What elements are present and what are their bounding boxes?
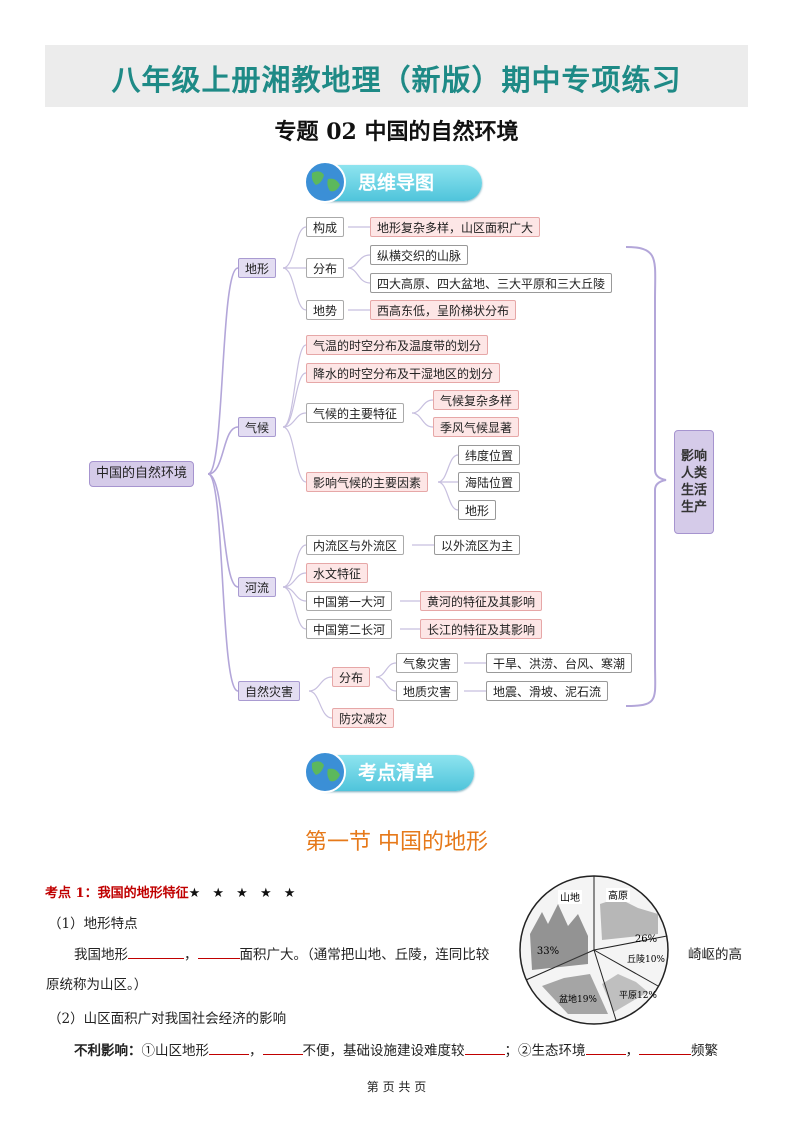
pie-label-plain: 平原12% — [619, 990, 657, 1001]
pie-label-hills: 丘陵10% — [627, 954, 665, 965]
text-span: ；②生态环境 — [504, 1043, 586, 1059]
globe-icon — [304, 161, 346, 203]
node-rivers: 河流 — [238, 577, 277, 597]
fill-blank[interactable] — [197, 945, 240, 959]
pie-value-plateau: 26% — [635, 934, 657, 945]
node-disasters-distribution: 分布 — [332, 667, 371, 687]
side-label-impact: 影响人类生活生产 — [674, 430, 714, 534]
banner-title: 八年级上册湘教地理（新版）期中专项练习 — [111, 63, 682, 97]
paragraph-line-1-end: 崎岖的高 — [688, 947, 742, 963]
text-span: 面积广大。（通常把山地、丘陵，连同比较 — [239, 947, 490, 963]
fill-blank[interactable] — [585, 1041, 626, 1055]
page-subtitle: 专题 02 中国的自然环境 — [274, 119, 519, 145]
item-2-heading: （2）山区面积广对我国社会经济的影响 — [48, 1011, 287, 1027]
fill-blank[interactable] — [464, 1041, 505, 1055]
mindmap-root: 中国的自然环境 — [89, 461, 195, 487]
keypoint-label: 考点 1：我国的地形特征 — [45, 886, 189, 901]
page-footer: 第 页 共 页 — [366, 1080, 427, 1094]
text-span: ①山区地形 — [141, 1043, 210, 1059]
fill-blank[interactable] — [262, 1041, 303, 1055]
fill-blank[interactable] — [639, 1041, 691, 1055]
pie-label-mountains: 山地 — [560, 891, 580, 904]
text-span: 我国地形 — [74, 947, 128, 963]
node-terrain-dist-a: 纵横交织的山脉 — [370, 245, 469, 265]
mind-map-badge: 思维导图 — [304, 161, 482, 203]
node-climate-feature-a: 气候复杂多样 — [433, 390, 520, 410]
globe-icon — [304, 751, 346, 793]
node-rivers-second-detail: 长江的特征及其影响 — [420, 619, 543, 639]
mind-map-label: 思维导图 — [358, 172, 435, 194]
pie-label-basin: 盆地19% — [559, 993, 597, 1005]
node-rivers-first-detail: 黄河的特征及其影响 — [420, 591, 543, 611]
node-climate-feature-b: 季风气候显著 — [433, 417, 520, 437]
node-climate: 气候 — [238, 417, 277, 437]
node-climate-factor-a: 纬度位置 — [458, 445, 521, 465]
node-rivers-second: 中国第二长河 — [306, 619, 393, 639]
text-span: ， — [625, 1043, 640, 1059]
node-terrain-distribution: 分布 — [306, 258, 345, 278]
mind-map-connectors — [207, 226, 667, 719]
item-1-heading: （1）地形特点 — [48, 916, 138, 932]
node-disasters-geo-detail: 地震、滑坡、泥石流 — [486, 681, 609, 701]
node-rivers-inner-outer-detail: 以外流区为主 — [434, 535, 521, 555]
text-span: ， — [249, 1043, 263, 1059]
node-climate-temp: 气温的时空分布及温度带的划分 — [306, 335, 489, 355]
terrain-pie-figure: 山地 高原 26% 丘陵10% 平原12% 盆地19% 33% — [519, 875, 669, 1025]
node-rivers-inner-outer: 内流区与外流区 — [306, 535, 405, 555]
fill-blank[interactable] — [128, 945, 184, 959]
section-title: 第一节 中国的地形 — [305, 830, 488, 855]
pie-label-plateau: 高原 — [608, 889, 628, 902]
node-terrain-relief-detail: 西高东低，呈阶梯状分布 — [370, 300, 517, 320]
text-span: 不便，基础设施建设难度较 — [302, 1043, 465, 1059]
checklist-badge: 考点清单 — [304, 751, 474, 793]
node-climate-factor-b: 海陆位置 — [458, 472, 521, 492]
pie-value-mountains: 33% — [537, 946, 559, 957]
node-terrain-dist-b: 四大高原、四大盆地、三大平原和三大丘陵 — [370, 273, 613, 293]
title-banner: 八年级上册湘教地理（新版）期中专项练习 — [45, 45, 748, 107]
text-span: 频繁 — [691, 1043, 718, 1059]
node-climate-factors: 影响气候的主要因素 — [306, 472, 429, 492]
node-disasters-geo: 地质灾害 — [396, 681, 459, 701]
node-terrain: 地形 — [238, 258, 277, 278]
node-climate-factor-c: 地形 — [458, 500, 497, 520]
node-terrain-composition-detail: 地形复杂多样，山区面积广大 — [370, 217, 541, 237]
bad-impact-label: 不利影响： — [74, 1043, 142, 1059]
node-disasters: 自然灾害 — [238, 681, 301, 701]
node-disasters-weather: 气象灾害 — [396, 653, 459, 673]
node-disasters-prevention: 防灾减灾 — [332, 708, 395, 728]
paragraph-line-2: 原统称为山区。） — [46, 977, 148, 993]
keypoint-heading: 考点 1：我国的地形特征★ ★ ★ ★ ★ — [45, 882, 299, 901]
keypoint-stars: ★ ★ ★ ★ ★ — [188, 886, 300, 901]
checklist-label: 考点清单 — [358, 762, 435, 784]
node-climate-features: 气候的主要特征 — [306, 403, 405, 423]
node-terrain-relief: 地势 — [306, 300, 345, 320]
fill-blank[interactable] — [209, 1041, 249, 1055]
node-rivers-first: 中国第一大河 — [306, 591, 393, 611]
text-span: ， — [184, 947, 198, 963]
paragraph-line-3: 不利影响：①山区地形 ， 不便，基础设施建设难度较 ；②生态环境 ， 频繁 — [74, 1039, 718, 1059]
paragraph-line-1: 我国地形 ， 面积广大。（通常把山地、丘陵，连同比较 — [74, 943, 489, 963]
node-terrain-composition: 构成 — [306, 217, 345, 237]
node-climate-precip: 降水的时空分布及干湿地区的划分 — [306, 363, 501, 383]
node-disasters-weather-detail: 干旱、洪涝、台风、寒潮 — [486, 653, 633, 673]
node-rivers-hydro: 水文特征 — [306, 563, 369, 583]
